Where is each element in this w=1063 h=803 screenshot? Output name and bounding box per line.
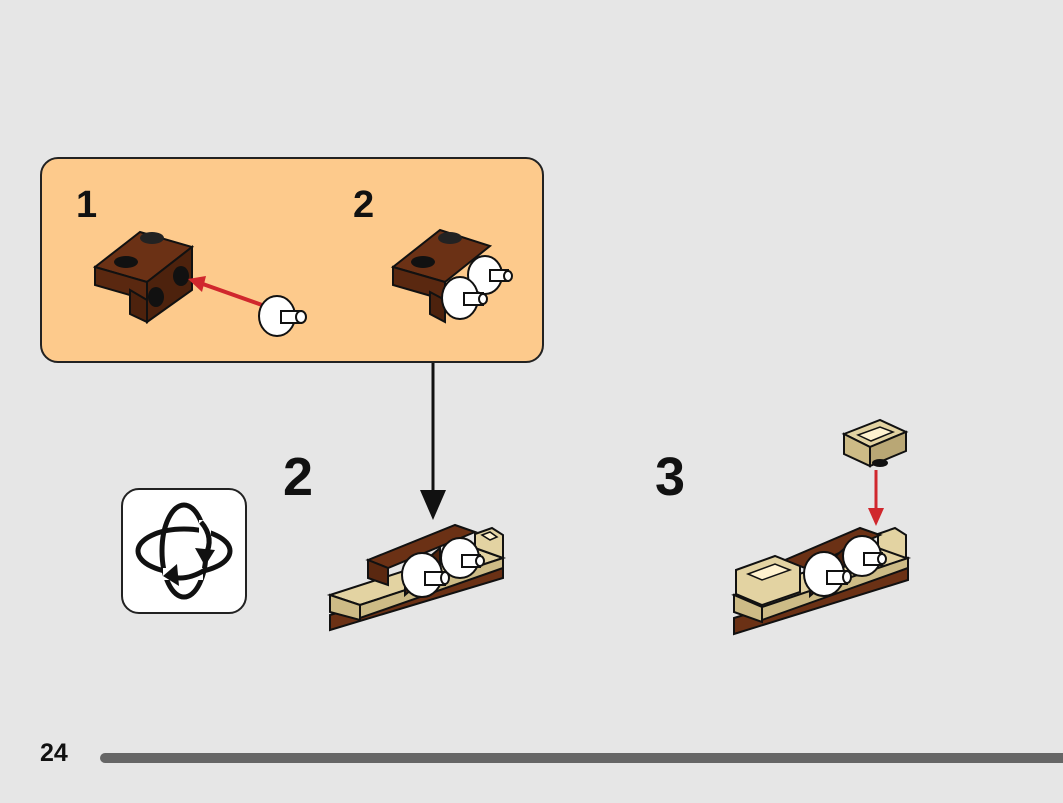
bracket-brick-1 [92,230,195,324]
page-number: 24 [40,739,68,767]
rotate-model-icon [135,502,233,600]
step-number-2: 2 [283,447,314,507]
tan-tile-new-piece [841,418,909,468]
progress-bar [100,753,1063,763]
round-tiles-model-3 [803,535,887,597]
step-number-3: 3 [655,447,686,507]
round-tile-piece [258,295,307,337]
round-tiles-attached [441,255,513,320]
rotate-model-box [121,488,247,614]
round-tiles-model-2 [401,537,485,598]
place-arrow-red [868,470,884,526]
substep-number-1: 1 [76,184,98,226]
insert-arrow-red [188,276,263,307]
substep-number-2: 2 [353,184,375,226]
